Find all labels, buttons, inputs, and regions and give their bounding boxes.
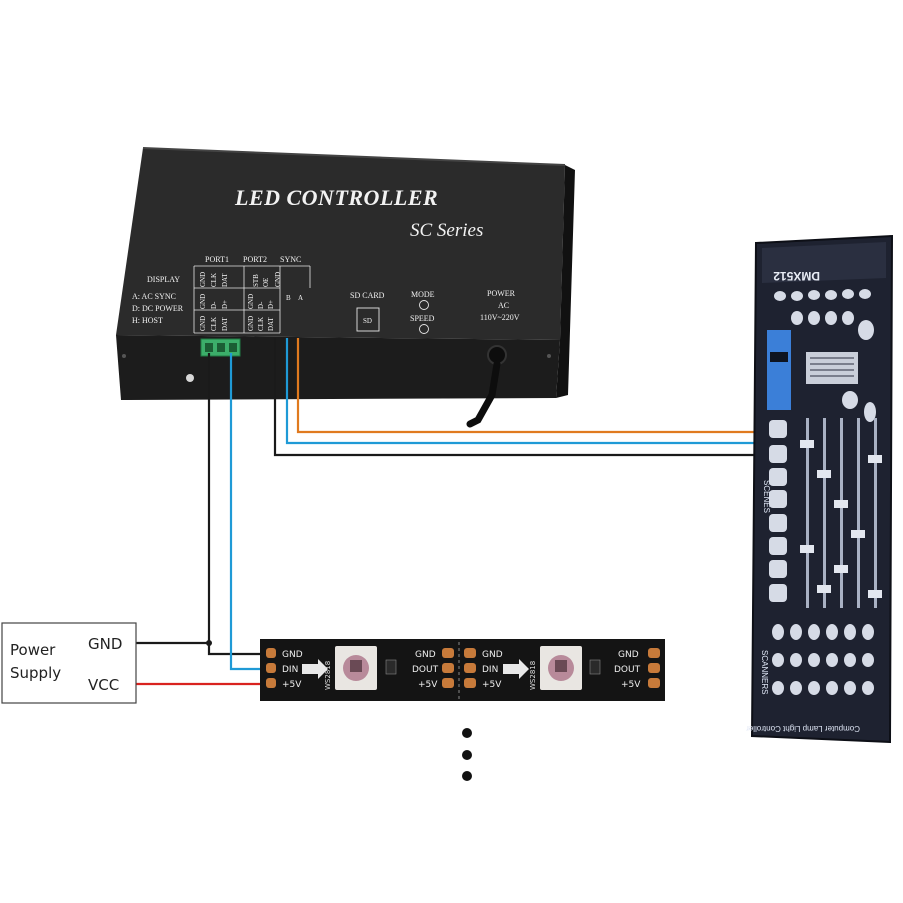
pad-5v-2: +5V	[482, 680, 502, 690]
power-supply-label-1: Power	[10, 641, 56, 659]
power-type: AC	[498, 301, 509, 310]
wire-sync-a	[296, 338, 772, 434]
port1-r1-gnd: GND	[199, 294, 207, 309]
pad-din-2: DIN	[482, 665, 498, 675]
port1-r2-clk: CLK	[210, 317, 218, 331]
dmx-master-fader[interactable]	[806, 352, 858, 384]
port2-r1-gnd: GND	[247, 294, 255, 309]
port1-r0-gnd: GND	[199, 272, 207, 287]
display-led-icon	[186, 374, 194, 382]
pad-gnd-out-1: GND	[415, 650, 436, 660]
pad-5v-out-1: +5V	[418, 680, 438, 690]
port1-label: PORT1	[205, 255, 229, 264]
capacitor-1	[385, 659, 397, 675]
controller-title: LED CONTROLLER	[234, 185, 438, 210]
port1-r0-clk: CLK	[210, 273, 218, 287]
gnd-junction	[206, 640, 212, 646]
port2-label: PORT2	[243, 255, 267, 264]
speed-label: SPEED	[410, 314, 435, 323]
sync-gnd: GND	[274, 272, 282, 287]
wire-sync-gnd	[273, 338, 772, 457]
chip-label-2: WS2818	[529, 661, 537, 690]
power-supply-box	[1, 622, 137, 704]
led-strip: GND DIN +5V WS2818 GND DOUT +5V GND	[260, 639, 665, 701]
controller-subtitle: SC Series	[410, 220, 483, 241]
port2-r2-dat: DAT	[267, 317, 275, 331]
dmx-top-buttons[interactable]	[774, 289, 874, 340]
strip-cut-pads: GND DOUT +5V GND DIN +5V	[412, 642, 503, 699]
dmx-title: DMX512	[773, 269, 820, 283]
pad-gnd-2: GND	[482, 650, 503, 660]
continuation-dots	[462, 728, 472, 781]
display-mode-h: H: HOST	[132, 316, 163, 325]
pad-dout-1: DOUT	[412, 665, 439, 675]
chip-label-1: WS2818	[324, 661, 332, 690]
wire-data-din	[229, 353, 266, 671]
strip-output-pads: GND DOUT +5V	[614, 648, 660, 690]
speed-button[interactable]	[419, 324, 429, 334]
dmx-body	[750, 234, 894, 744]
sync-a: A	[298, 294, 303, 302]
pad-dout-2: DOUT	[614, 665, 641, 675]
port2-r1-dplus: D+	[267, 300, 275, 309]
controller-side-face	[556, 165, 575, 398]
dmx-bottom-buttons[interactable]	[772, 624, 874, 695]
power-supply-label-2: Supply	[10, 664, 61, 682]
pad-din-1: DIN	[282, 665, 298, 675]
led-chip-2: WS2818	[529, 646, 601, 690]
sync-label: SYNC	[280, 255, 301, 264]
wire-gnd-strip	[207, 643, 266, 656]
port2-r2-clk: CLK	[257, 317, 265, 331]
dmx512-console: DMX512 SCENES	[746, 234, 894, 744]
power-cable	[466, 360, 501, 428]
power-supply-gnd: GND	[88, 635, 122, 653]
pad-5v-1: +5V	[282, 680, 302, 690]
wires	[136, 338, 772, 686]
display-label: DISPLAY	[147, 275, 180, 284]
capacitor-2	[589, 659, 601, 675]
dmx-scanners-label: SCANNERS	[760, 650, 769, 694]
sd-card-slot[interactable]	[356, 307, 380, 332]
dmx-caption: Computer Lamp Light Controller	[746, 724, 860, 733]
strip-input-pads: GND DIN +5V	[266, 648, 303, 690]
port1-r1-dminus: D-	[210, 301, 218, 309]
port1-r2-dat: DAT	[221, 317, 229, 331]
power-range: 110V~220V	[480, 313, 520, 322]
display-mode-d: D: DC POWER	[132, 304, 184, 313]
display-mode-a: A: AC SYNC	[132, 292, 176, 301]
led-chip-1: WS2818	[324, 646, 397, 690]
led-controller: LED CONTROLLER SC Series DISPLAY A: AC S…	[116, 147, 575, 428]
port1-r2-gnd: GND	[199, 316, 207, 331]
power-supply-vcc: VCC	[88, 676, 119, 694]
port-table	[193, 265, 311, 334]
dmx-scenes-label: SCENES	[762, 480, 771, 513]
pad-5v-out-2: +5V	[621, 680, 641, 690]
port2-r2-gnd: GND	[247, 316, 255, 331]
data-arrow-icon-2	[503, 659, 529, 679]
pad-gnd-1: GND	[282, 650, 303, 660]
port1-r0-dat: DAT	[221, 273, 229, 287]
power-supply: Power Supply GND VCC	[1, 622, 137, 704]
port2-r0-stb: STB	[252, 274, 260, 287]
controller-top-face	[116, 148, 565, 340]
sync-b: B	[286, 294, 291, 302]
mode-label: MODE	[411, 290, 435, 299]
mode-button[interactable]	[419, 300, 429, 310]
power-label: POWER	[487, 289, 516, 298]
port2-r0-oe: OE	[262, 278, 270, 287]
port1-terminal-block	[200, 338, 241, 357]
dmx-channel-faders[interactable]	[800, 418, 882, 608]
dmx-display-panel	[767, 330, 791, 410]
sd-card-label: SD CARD	[350, 291, 385, 300]
port1-r1-dplus: D+	[221, 300, 229, 309]
port2-r1-dminus: D-	[257, 301, 265, 309]
wire-sync-b	[285, 338, 772, 445]
dmx-scene-buttons[interactable]	[769, 420, 787, 602]
pad-gnd-out-2: GND	[618, 650, 639, 660]
data-arrow-icon	[302, 659, 328, 679]
sd-slot-text: SD	[363, 317, 372, 325]
